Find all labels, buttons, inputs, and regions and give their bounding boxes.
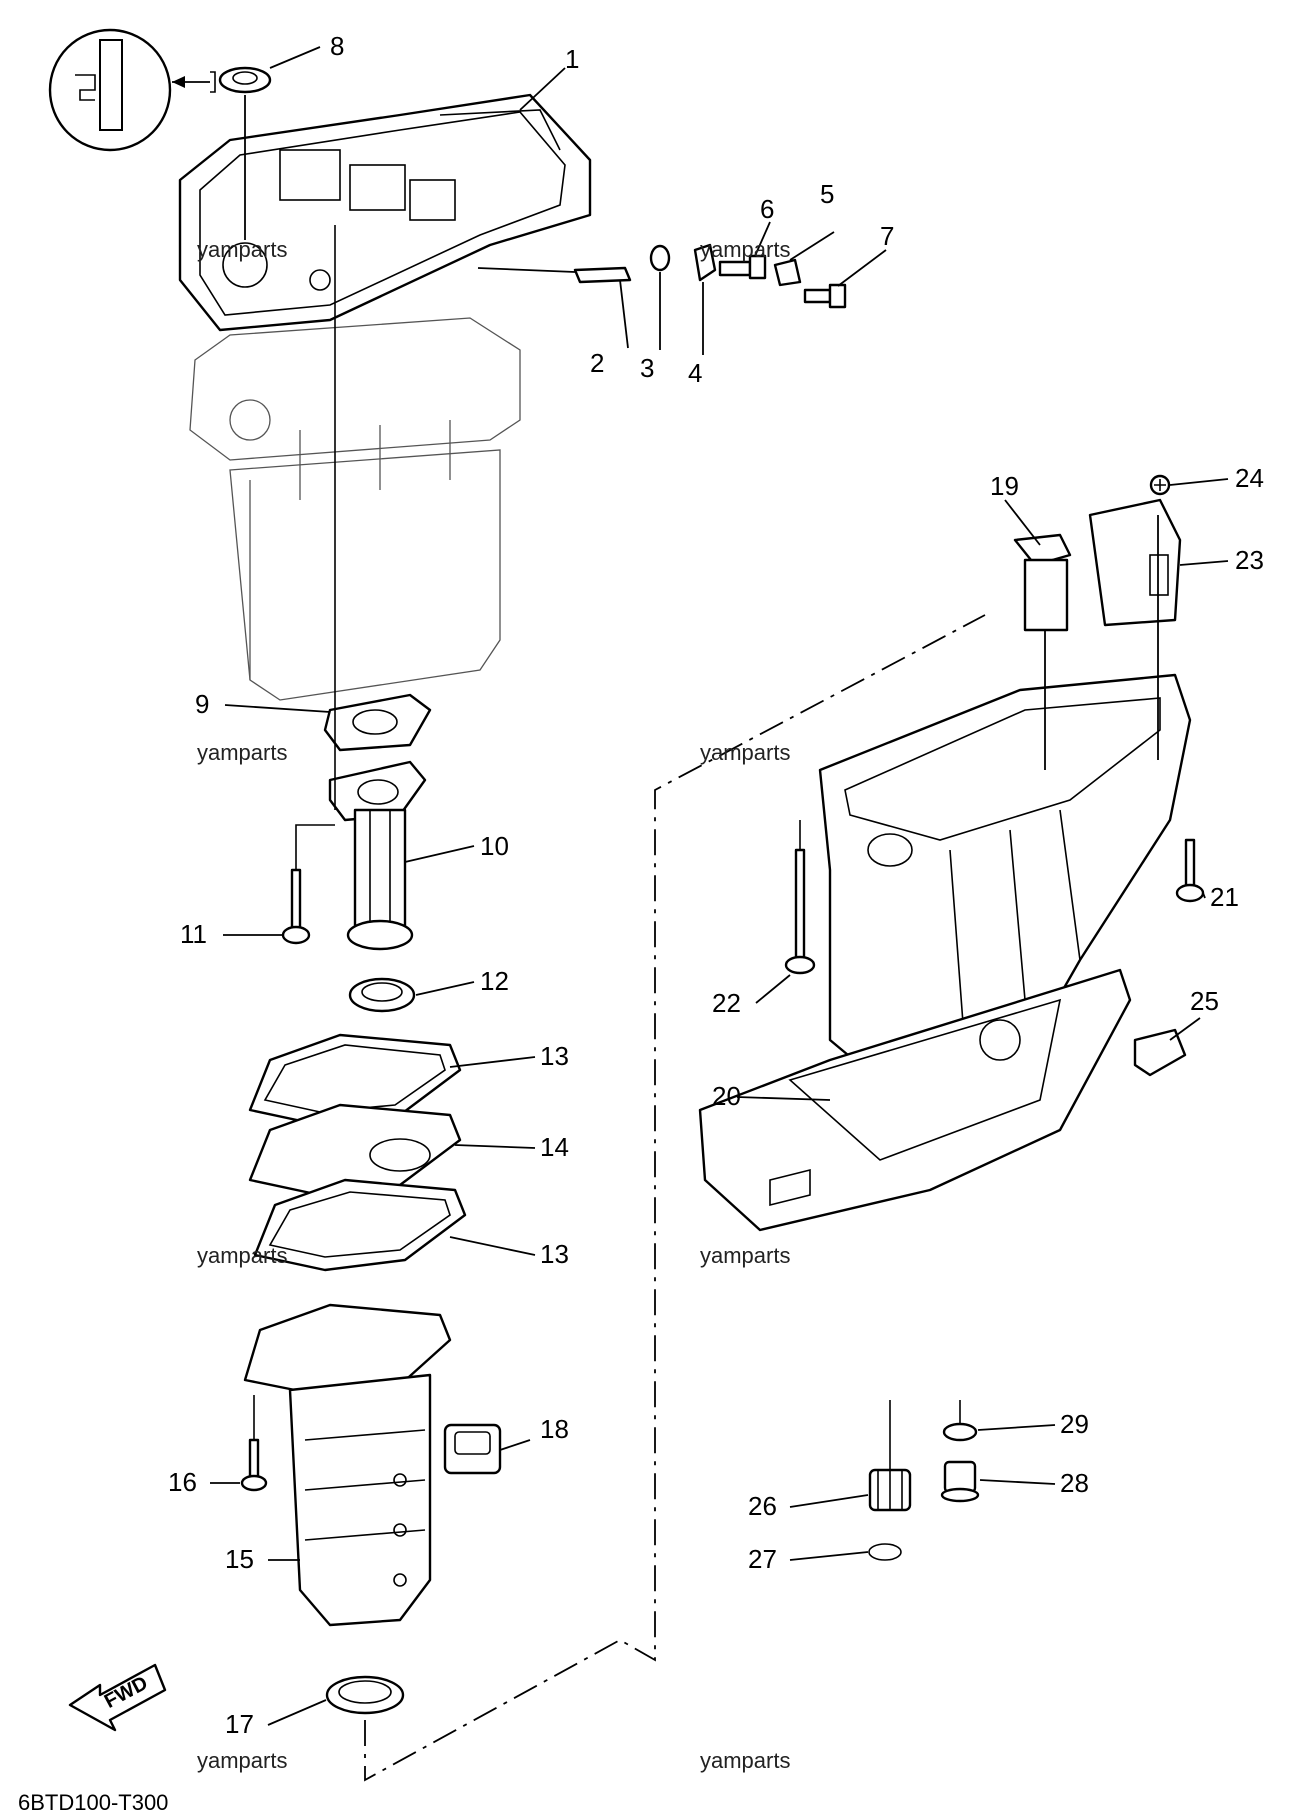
callout-23: 23 bbox=[1235, 545, 1264, 575]
watermark: yamparts bbox=[700, 237, 790, 262]
callout-12: 12 bbox=[480, 966, 509, 996]
part-9-gasket bbox=[323, 693, 432, 752]
fwd-arrow: FWD bbox=[68, 1663, 167, 1732]
callout-15: 15 bbox=[225, 1544, 254, 1574]
callout-19: 19 bbox=[990, 471, 1019, 501]
callout-1: 1 bbox=[565, 44, 579, 74]
part-26-anode bbox=[868, 1400, 912, 1512]
watermark: yamparts bbox=[197, 237, 287, 262]
callout-5: 5 bbox=[820, 179, 834, 209]
callout-18: 18 bbox=[540, 1414, 569, 1444]
part-17-seal bbox=[325, 1675, 405, 1715]
callout-8: 8 bbox=[330, 31, 344, 61]
part-10-water-tube bbox=[328, 225, 427, 951]
callout-9: 9 bbox=[195, 689, 209, 719]
part-8-inset bbox=[48, 28, 272, 240]
hardware-2-7 bbox=[477, 243, 847, 309]
part-15-oil-pan bbox=[243, 1303, 452, 1627]
callout-27: 27 bbox=[748, 1544, 777, 1574]
part-25-cap bbox=[1133, 1028, 1187, 1077]
callout-3: 3 bbox=[640, 353, 654, 383]
assembly-line bbox=[364, 614, 986, 1782]
part-24-screw bbox=[1149, 474, 1171, 496]
callout-17: 17 bbox=[225, 1709, 254, 1739]
part-19-bracket bbox=[1013, 533, 1072, 770]
part-28-bolt bbox=[940, 1460, 980, 1503]
callout-4: 4 bbox=[688, 358, 702, 388]
part-14-gasket bbox=[248, 1103, 462, 1197]
part-20-upper-casing bbox=[698, 673, 1192, 1232]
callout-24: 24 bbox=[1235, 463, 1264, 493]
callout-16: 16 bbox=[168, 1467, 197, 1497]
callout-10: 10 bbox=[480, 831, 509, 861]
callout-6: 6 bbox=[760, 194, 774, 224]
watermark: yamparts bbox=[197, 740, 287, 765]
callout-26: 26 bbox=[748, 1491, 777, 1521]
watermark: yamparts bbox=[197, 1748, 287, 1773]
part-13-gasket-lower bbox=[253, 1178, 467, 1272]
callout-2: 2 bbox=[590, 348, 604, 378]
part-16-bolt bbox=[240, 1395, 268, 1492]
callout-labels: 1 2 3 4 5 6 7 8 9 10 11 12 13 14 13 15 1… bbox=[168, 31, 1264, 1739]
callout-14: 14 bbox=[540, 1132, 569, 1162]
part-23-plate bbox=[1088, 498, 1182, 760]
part-21-bolt bbox=[1175, 838, 1205, 903]
callout-22: 22 bbox=[712, 988, 741, 1018]
part-1-exhaust-guide bbox=[178, 93, 592, 332]
watermarks: yamparts yamparts yamparts yamparts yamp… bbox=[197, 237, 790, 1773]
callout-28: 28 bbox=[1060, 1468, 1089, 1498]
watermark: yamparts bbox=[197, 1243, 287, 1268]
part-11-bolt bbox=[281, 824, 335, 945]
watermark: yamparts bbox=[700, 740, 790, 765]
callout-7: 7 bbox=[880, 221, 894, 251]
callout-20: 20 bbox=[712, 1081, 741, 1111]
callout-21: 21 bbox=[1210, 882, 1239, 912]
callout-29: 29 bbox=[1060, 1409, 1089, 1439]
part-22-bolt bbox=[784, 820, 816, 975]
engine-ghost-outline bbox=[189, 317, 521, 701]
diagram-code: 6BTD100-T300 bbox=[18, 1790, 168, 1815]
watermark: yamparts bbox=[700, 1243, 790, 1268]
callout-11: 11 bbox=[180, 919, 207, 949]
leader-lines bbox=[210, 46, 1229, 1726]
part-27-clip bbox=[868, 1543, 902, 1561]
callout-25: 25 bbox=[1190, 986, 1219, 1016]
callout-13-upper: 13 bbox=[540, 1041, 569, 1071]
callout-13-lower: 13 bbox=[540, 1239, 569, 1269]
part-12-seal bbox=[348, 977, 416, 1013]
part-29-washer bbox=[942, 1400, 978, 1442]
part-13-gasket-upper bbox=[248, 1033, 462, 1127]
watermark: yamparts bbox=[700, 1748, 790, 1773]
part-18-damper bbox=[443, 1423, 502, 1475]
